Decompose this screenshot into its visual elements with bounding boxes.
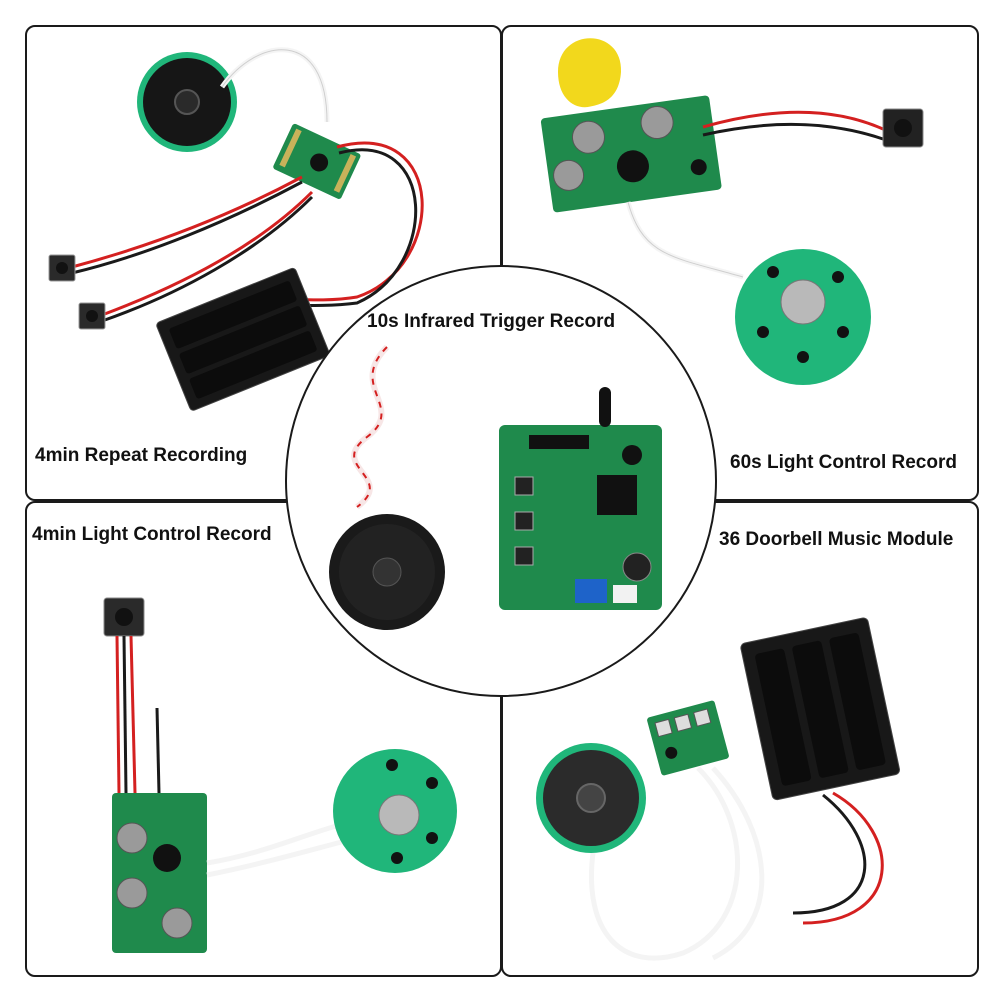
doorbell-music-module-photo [536, 617, 900, 961]
battery-box [156, 267, 330, 411]
light-control-pcb [112, 793, 207, 953]
yellow-button-cap [558, 38, 622, 108]
doorbell-pcb [647, 700, 729, 776]
light-control-module-photo [540, 38, 924, 385]
caption-4min-light-control-record: 4min Light Control Record [32, 524, 272, 545]
light-control-record-module-photo [103, 597, 457, 953]
center-circle-infrared-trigger: 10s Infrared Trigger Record [285, 265, 717, 697]
small-pcb [273, 123, 361, 199]
infrared-sensor [599, 387, 611, 427]
caption-4min-repeat-recording: 4min Repeat Recording [35, 445, 248, 466]
panel-4min-repeat-recording: 4min Repeat Recording [25, 25, 502, 501]
battery-box [740, 617, 900, 801]
panel-4min-light-control-record: 4min Light Control Record [25, 501, 502, 977]
infrared-pcb [499, 425, 662, 610]
panel-60s-light-control-record: 60s Light Control Record [501, 25, 979, 501]
white-wire [219, 47, 330, 123]
infrared-trigger-module-photo [329, 344, 662, 630]
speaker-center [174, 89, 200, 115]
repeat-recording-module-photo [48, 47, 424, 411]
light-control-pcb [540, 95, 722, 213]
caption-36-doorbell-music-module: 36 Doorbell Music Module [719, 529, 954, 550]
twisted-wire [351, 344, 390, 510]
caption-60s-light-control-record: 60s Light Control Record [730, 452, 957, 473]
blue-terminal [575, 579, 607, 603]
caption-10s-infrared-trigger-record: 10s Infrared Trigger Record [367, 311, 616, 332]
